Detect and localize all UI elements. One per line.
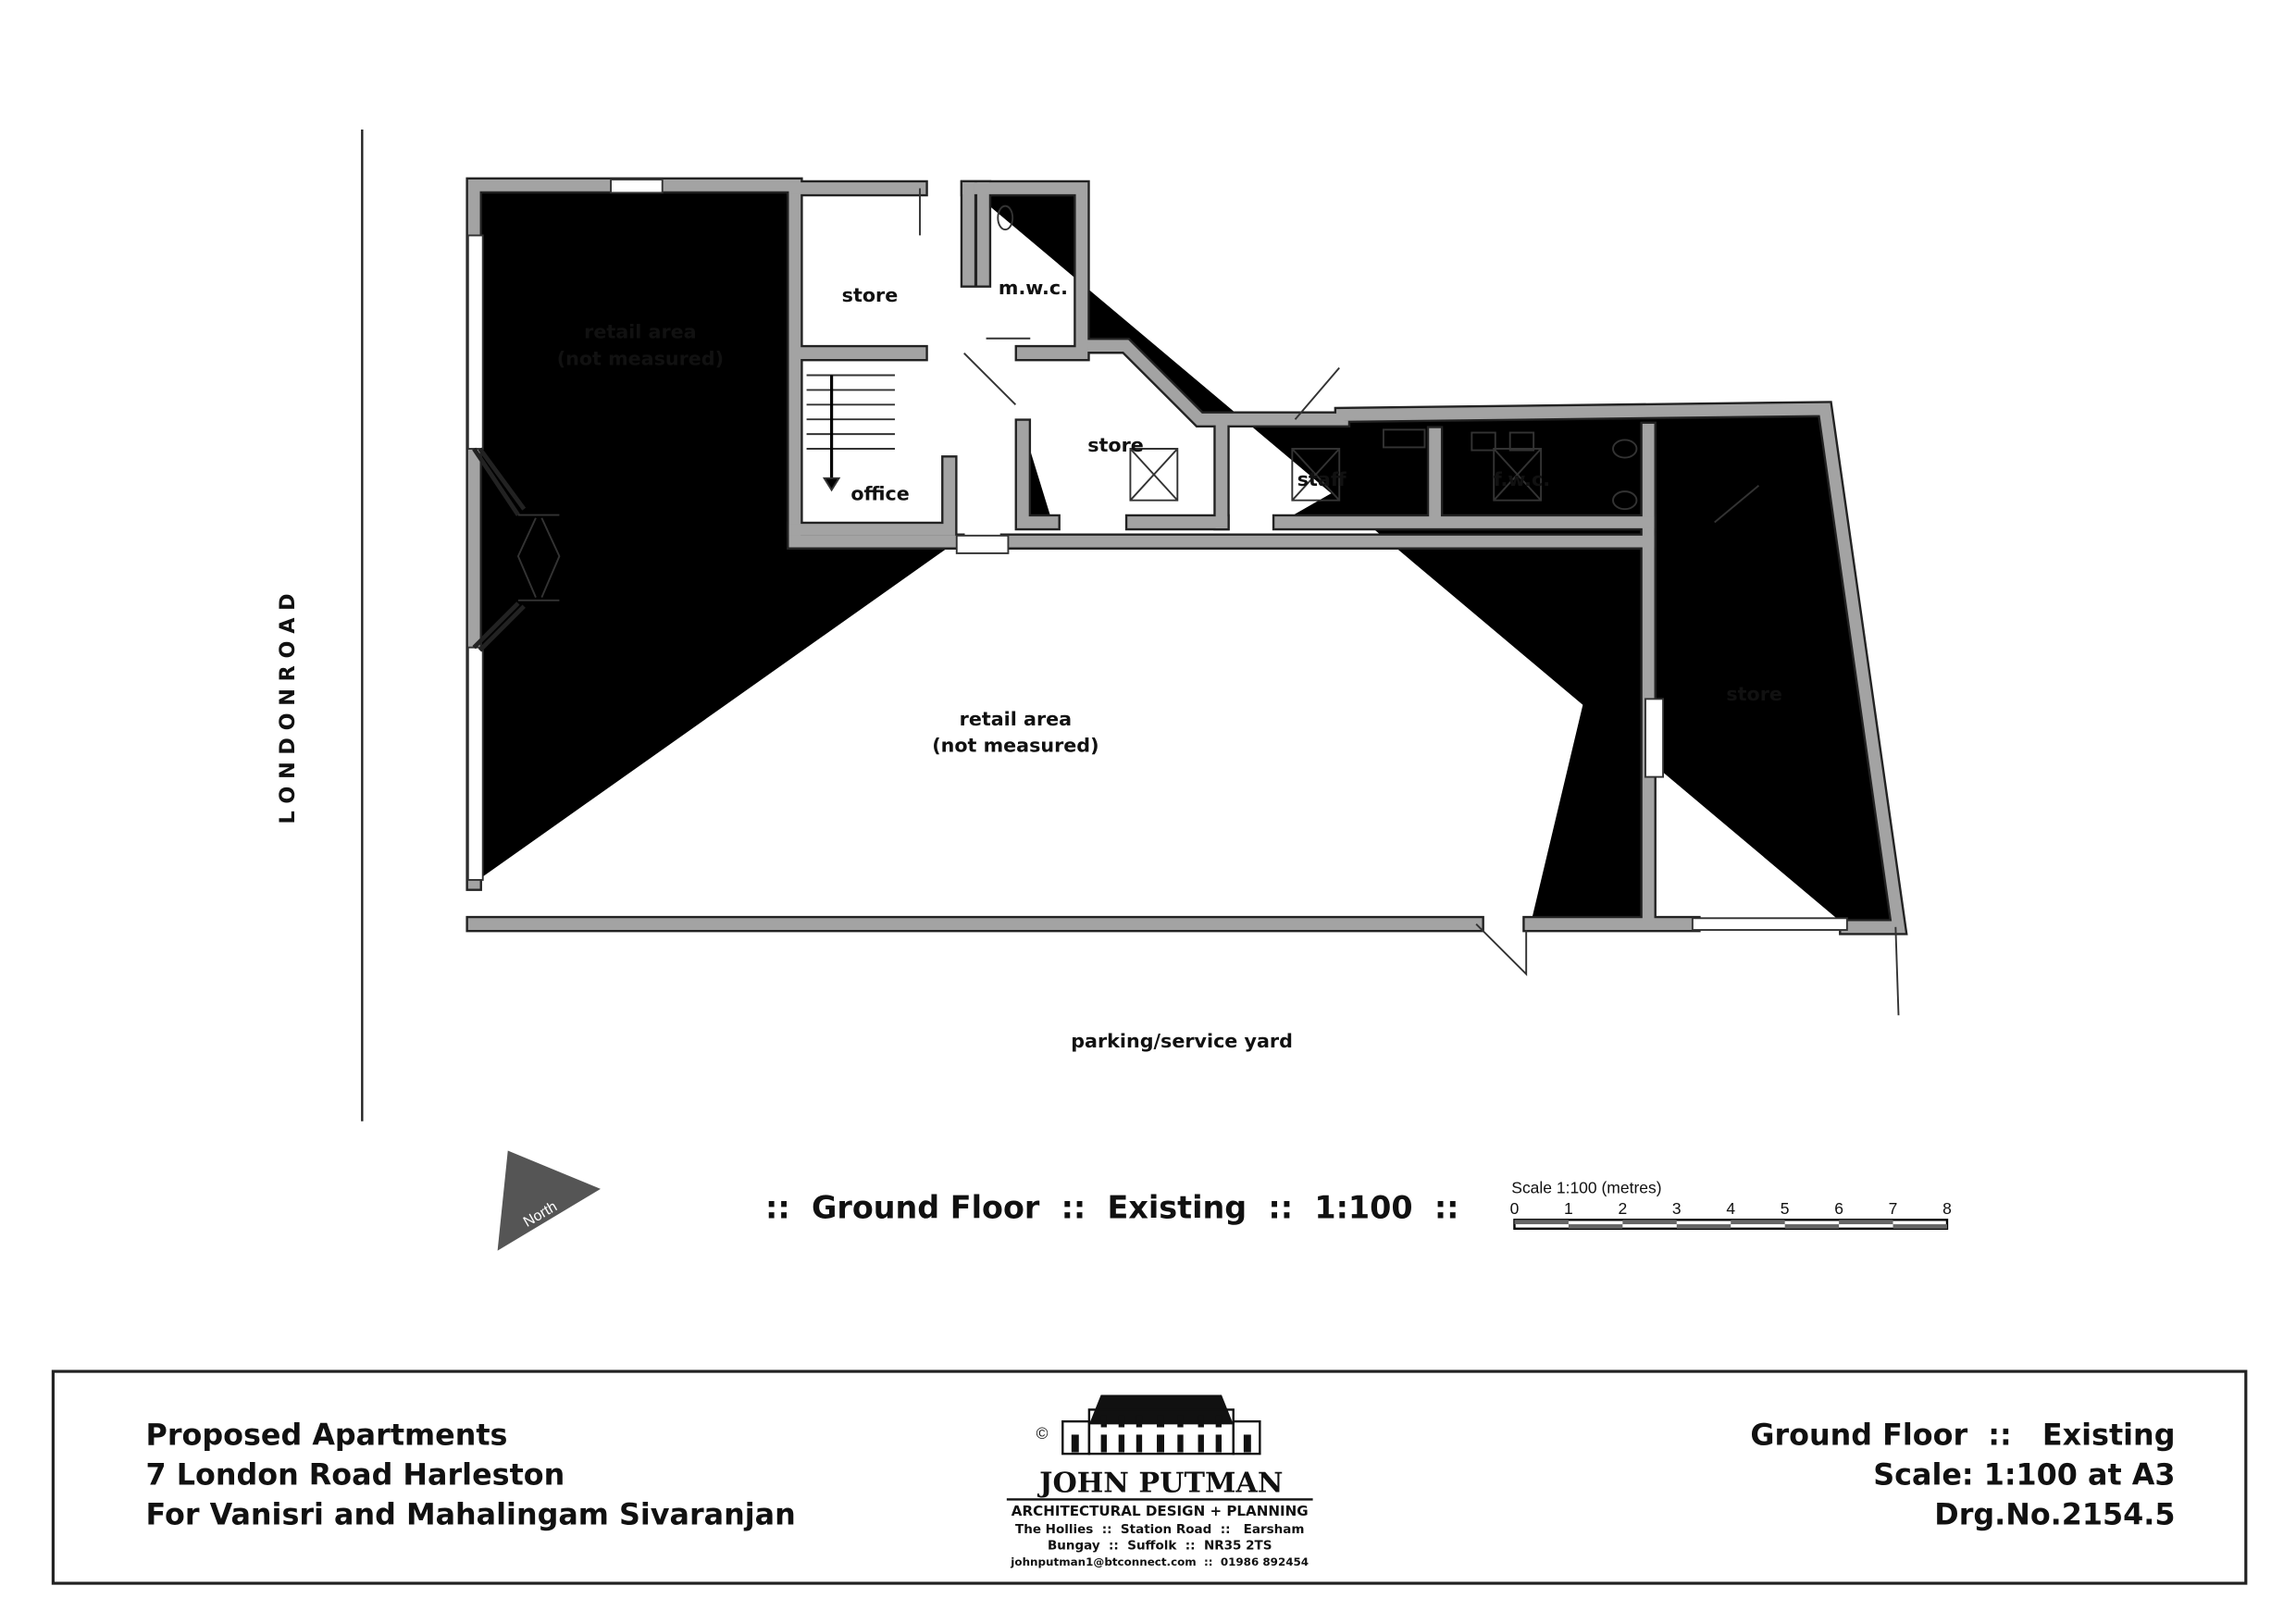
scale-segment [1839,1220,1893,1225]
scale-tick-label: 5 [1781,1199,1790,1218]
sheet-scale: Scale: 1:100 at A3 [1873,1458,2175,1493]
room-label-store-3: store [1726,683,1782,705]
house-logo-icon [1061,1394,1261,1456]
room-label-store: store [842,284,899,306]
scale-segment [1514,1220,1569,1225]
room-label-retail-main: retail area [960,708,1072,730]
project-address: 7 London Road Harleston [146,1458,565,1493]
room-label-office: office [850,483,909,505]
scale-tick-label: 7 [1889,1199,1898,1218]
scale-tick-label: 4 [1726,1199,1735,1218]
scale-tick-label: 3 [1672,1199,1682,1218]
scale-segment [1568,1224,1623,1229]
scale-segment [1731,1220,1785,1225]
scale-segment [1784,1224,1840,1229]
title-block-border [51,1369,2248,1585]
scale-tick-label: 6 [1834,1199,1843,1218]
svg-text:ARCHITECTURAL DESIGN + PLANNIN: ARCHITECTURAL DESIGN + PLANNING [1011,1503,1309,1519]
scale-tick-label: 8 [1942,1199,1952,1218]
walls [474,185,1898,926]
room-label-retail-top-note: (not measured) [557,347,724,369]
room-label-retail-top: retail area [584,321,696,343]
project-client: For Vanisri and Mahalingam Sivaranjan [146,1497,796,1531]
room-label-retail-main-note: (not measured) [932,735,1098,757]
room-label-fwc: f.w.c. [1494,468,1550,490]
scale-bar-title: Scale 1:100 (metres) [1511,1179,1661,1197]
doors-and-fittings [806,188,1900,1016]
drawing-number: Drg.No.2154.5 [1934,1497,2175,1531]
svg-text:©: © [1036,1424,1049,1443]
project-name: Proposed Apartments [146,1419,508,1453]
yard-label: parking/service yard [1071,1030,1293,1052]
sheet-title: Ground Floor :: Existing [1750,1419,2175,1453]
scale-segment [1622,1220,1677,1225]
north-arrow-icon: North [497,1150,601,1251]
room-label-store-2: store [1087,434,1144,456]
svg-text:johnputman1@btconnect.com ::: johnputman1@btconnect.com :: 01986 89245… [1010,1555,1309,1568]
svg-text:Bungay :: Suffolk :: NR35: Bungay :: Suffolk :: NR35 2TS [1048,1538,1272,1553]
svg-text:JOHN PUTMAN: JOHN PUTMAN [1036,1467,1283,1499]
front-bay-window [466,179,1848,931]
street-label: L O N D O N R O A D [276,593,300,824]
room-label-mwc: m.w.c. [999,277,1068,299]
company-logo: © JOHN PUTMAN ARCHITECTURAL DESIGN + PLA… [1006,1394,1313,1568]
room-label-staff: staff [1297,468,1347,490]
scale-segment [1893,1224,1947,1229]
scale-tick-label: 1 [1564,1199,1573,1218]
scale-segment [1676,1224,1731,1229]
scale-tick-label: 2 [1618,1199,1627,1218]
scale-tick-label: 0 [1510,1199,1520,1218]
drawing-title: :: Ground Floor :: Existing :: 1:100 :: [765,1190,1458,1226]
svg-text:The Hollies :: Station Road: The Hollies :: Station Road :: Earsham [1015,1522,1304,1537]
scale-bar: Scale 1:100 (metres) 0 1 2 3 4 5 6 7 8 [1510,1179,1952,1231]
